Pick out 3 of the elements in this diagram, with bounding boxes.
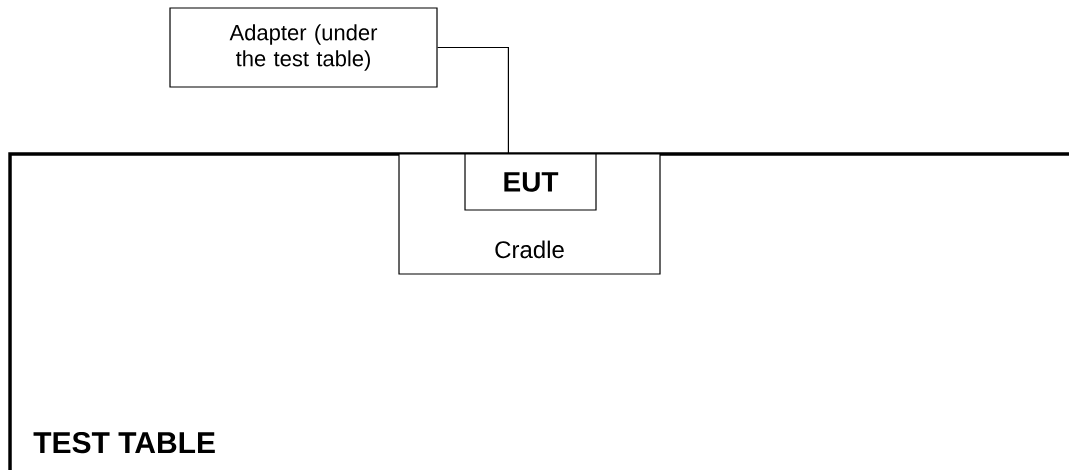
cable-line [437, 46, 509, 154]
eut-box: EUT [464, 153, 597, 211]
adapter-box: Adapter (under the test table) [169, 7, 438, 88]
